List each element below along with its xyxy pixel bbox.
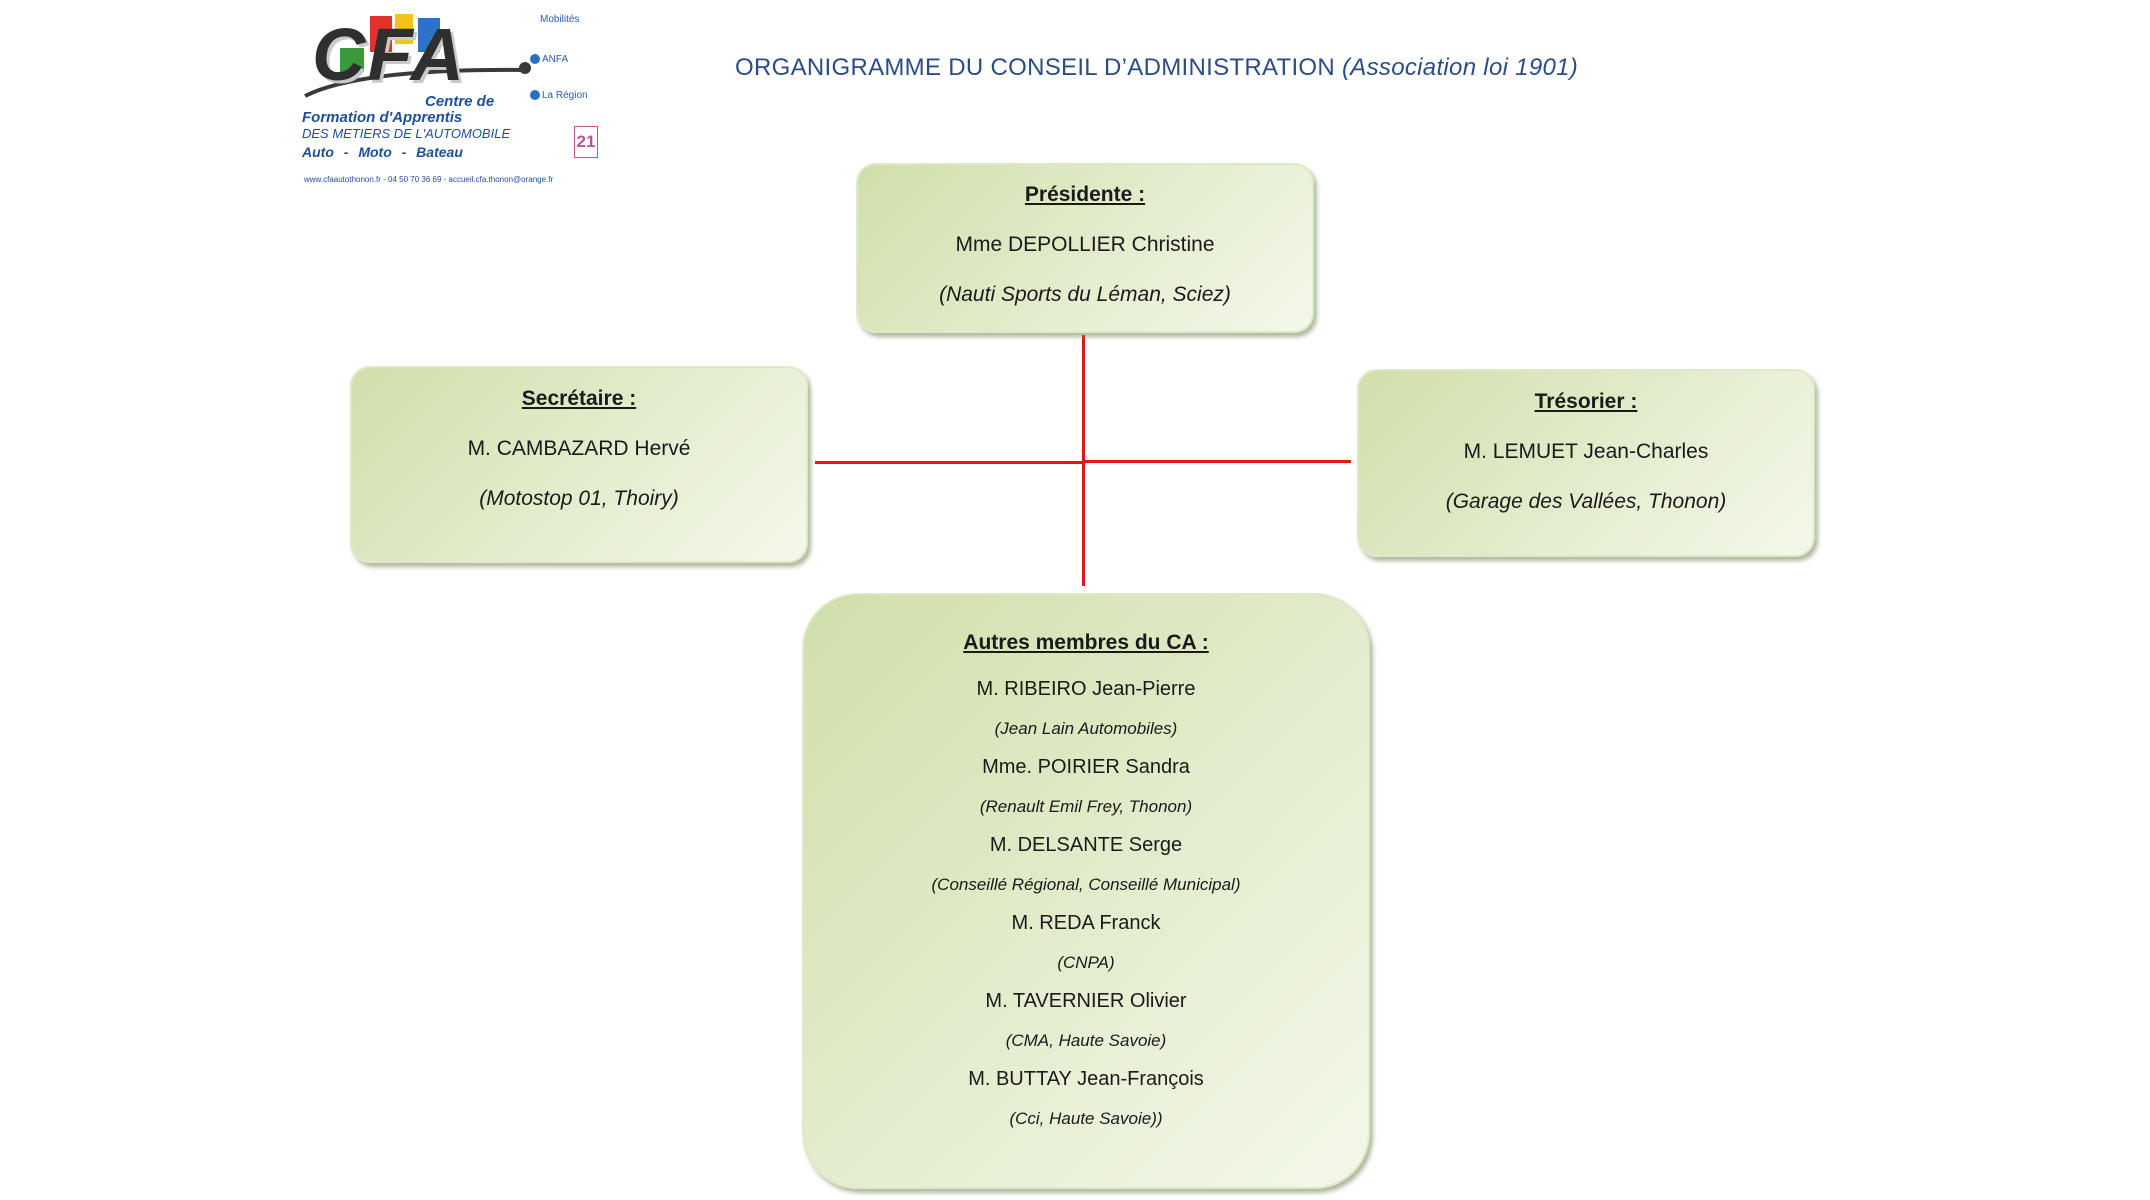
- tresorier-box: Trésorier : M. LEMUET Jean-Charles (Gara…: [1357, 369, 1815, 557]
- member-name: M. BUTTAY Jean-François: [968, 1068, 1204, 1090]
- secretaire-heading: Secrétaire :: [521, 387, 637, 410]
- connector-vertical-top: [1082, 335, 1085, 465]
- presidente-name: Mme DEPOLLIER Christine: [955, 233, 1215, 256]
- autres-heading: Autres membres du CA :: [963, 631, 1209, 654]
- tresorier-org: (Garage des Vallées, Thonon): [1445, 490, 1727, 513]
- member-org: (CMA, Haute Savoie): [1005, 1031, 1167, 1050]
- anfa-icon: [530, 54, 540, 65]
- region-icon: [530, 90, 540, 101]
- secretaire-box: Secrétaire : M. CAMBAZARD Hervé (Motosto…: [350, 366, 808, 563]
- logo-line-4: Auto - Moto - Bateau: [302, 144, 463, 160]
- logo-line-3: DES METIERS DE L'AUTOMOBILE: [302, 126, 511, 141]
- member-name: M. RIBEIRO Jean-Pierre: [976, 678, 1196, 700]
- member-org: (Cci, Haute Savoie)): [1009, 1109, 1163, 1128]
- member-org: (CNPA): [1057, 953, 1115, 972]
- member-name: M. REDA Franck: [1011, 912, 1161, 934]
- logo-line-1: Centre de: [425, 93, 495, 110]
- logo-contact: www.cfaautothonon.fr - 04 50 70 36 69 - …: [304, 175, 554, 184]
- presidente-heading: Présidente :: [1024, 183, 1146, 206]
- cfa-logo-graphic: [304, 14, 531, 98]
- secretaire-name: M. CAMBAZARD Hervé: [467, 437, 691, 460]
- cfa-logo: CFA Centre de Formation d'Apprentis DES …: [290, 8, 610, 193]
- title-main: ORGANIGRAMME DU CONSEIL D’ADMINISTRATION: [735, 54, 1336, 81]
- tresorier-heading: Trésorier :: [1534, 390, 1638, 413]
- member-org: (Jean Lain Automobiles): [994, 719, 1178, 738]
- cfa-wordmark: CFA: [312, 13, 466, 96]
- member-name: Mme. POIRIER Sandra: [982, 756, 1190, 778]
- connector-vertical-bottom: [1082, 463, 1085, 586]
- partner-21: 21: [574, 126, 598, 158]
- member-name: M. DELSANTE Serge: [989, 834, 1183, 856]
- partner-region: La Région: [530, 90, 588, 101]
- tresorier-name: M. LEMUET Jean-Charles: [1463, 440, 1709, 463]
- partner-anfa: ANFA: [530, 54, 568, 65]
- member-name: M. TAVERNIER Olivier: [985, 990, 1187, 1012]
- presidente-org: (Nauti Sports du Léman, Sciez): [939, 283, 1231, 306]
- page-title: ORGANIGRAMME DU CONSEIL D’ADMINISTRATION…: [735, 54, 1578, 82]
- member-org: (Renault Emil Frey, Thonon): [979, 797, 1193, 816]
- connector-horizontal-right: [1083, 460, 1351, 463]
- autres-membres-box: Autres membres du CA : M. RIBEIRO Jean-P…: [802, 593, 1370, 1189]
- logo-line-2: Formation d'Apprentis: [302, 109, 463, 126]
- member-org: (Conseillé Régional, Conseillé Municipal…: [931, 875, 1241, 894]
- title-sub: (Association loi 1901): [1342, 54, 1579, 81]
- presidente-box: Présidente : Mme DEPOLLIER Christine (Na…: [856, 163, 1314, 333]
- secretaire-org: (Motostop 01, Thoiry): [479, 487, 679, 510]
- connector-horizontal-left: [815, 461, 1083, 464]
- partner-mobilites: Mobilités: [540, 14, 580, 25]
- partner-logos: Mobilités ANFA La Région 21: [530, 8, 610, 158]
